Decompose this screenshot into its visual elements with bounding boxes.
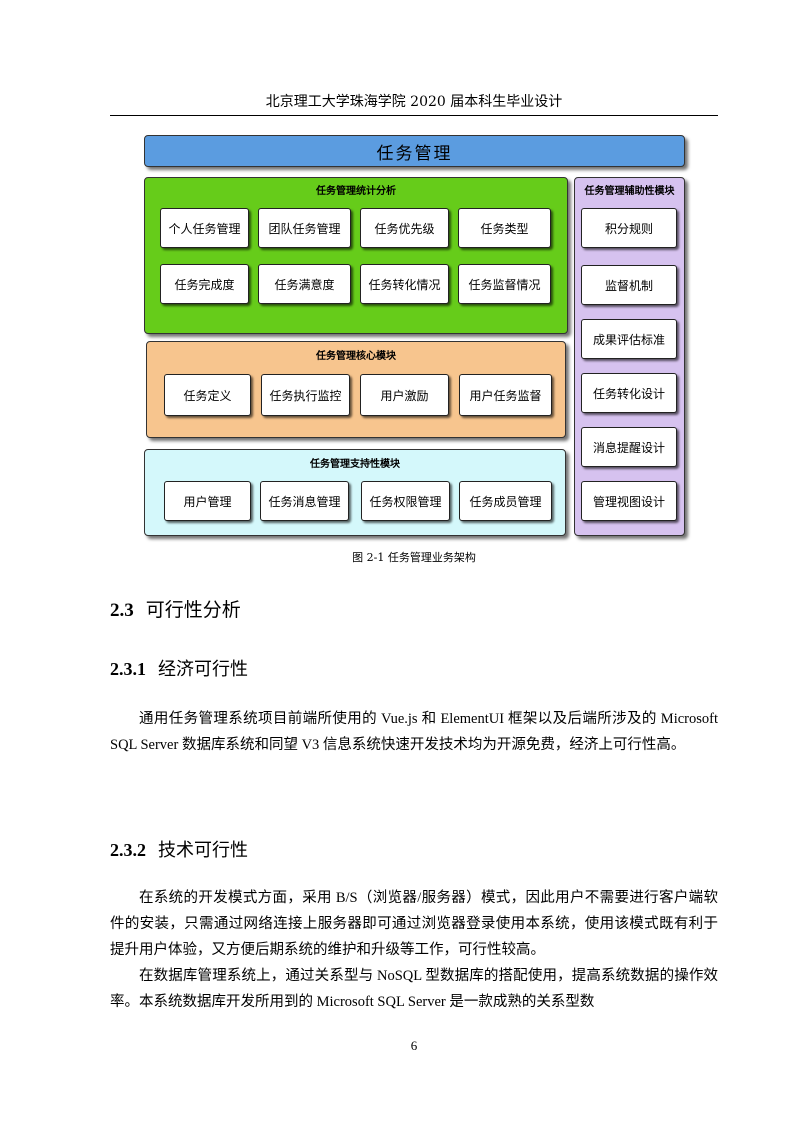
module-item: 消息提醒设计 [581,427,677,467]
module-item: 任务类型 [458,208,551,248]
subsection-number: 2.3.2 [110,840,146,860]
paragraph-technical-2: 在数据库管理系统上，通过关系型与 NoSQL 型数据库的搭配使用，提高系统数据的… [110,968,718,1010]
paragraph-economic: 通用任务管理系统项目前端所使用的 Vue.js 和 ElementUI 框架以及… [110,711,718,753]
module-item: 监督机制 [581,265,677,305]
section-heading: 2.3 可行性分析 [110,597,241,624]
module-item: 任务转化情况 [360,264,449,304]
subsection-heading-technical: 2.3.2 技术可行性 [110,837,248,864]
module-item: 成果评估标准 [581,319,677,359]
module-item: 个人任务管理 [160,208,249,248]
module-item: 管理视图设计 [581,481,677,521]
subsection-title: 技术可行性 [158,840,248,861]
module-item: 任务转化设计 [581,373,677,413]
support-module: 任务管理支持性模块 用户管理 任务消息管理 任务权限管理 任务成员管理 [144,449,566,536]
stats-module-title: 任务管理统计分析 [316,186,396,197]
module-item: 任务完成度 [160,264,249,304]
paragraph-technical-1: 在系统的开发模式方面，采用 B/S（浏览器/服务器）模式，因此用户不需要进行客户… [110,890,718,958]
stats-module: 任务管理统计分析 个人任务管理 团队任务管理 任务优先级 任务类型 任务完成度 … [144,177,568,334]
module-item: 任务权限管理 [361,481,450,521]
aux-module-title: 任务管理辅助性模块 [584,186,675,197]
subsection-number: 2.3.1 [110,659,146,679]
module-item: 用户任务监督 [459,374,552,416]
module-item: 任务消息管理 [260,481,349,521]
support-module-title: 任务管理支持性模块 [310,459,400,470]
core-module-title: 任务管理核心模块 [316,351,396,362]
diagram-top-bar: 任务管理 [144,135,685,167]
module-item: 团队任务管理 [258,208,351,248]
section-title: 可行性分析 [145,599,241,621]
module-item: 任务优先级 [360,208,449,248]
subsection-title: 经济可行性 [158,659,248,680]
module-item: 用户激励 [360,374,449,416]
core-module: 任务管理核心模块 任务定义 任务执行监控 用户激励 用户任务监督 [146,341,566,438]
module-item: 任务成员管理 [459,481,552,521]
module-item: 任务执行监控 [261,374,350,416]
module-item: 任务满意度 [258,264,351,304]
section-number: 2.3 [110,600,134,621]
header-rule [110,115,718,116]
module-item: 任务定义 [164,374,251,416]
figure-caption: 图 2-1 任务管理业务架构 [352,551,476,564]
subsection-heading-economic: 2.3.1 经济可行性 [110,656,248,683]
page-number: 6 [410,1038,418,1053]
module-item: 用户管理 [164,481,251,521]
module-item: 任务监督情况 [458,264,551,304]
aux-module: 任务管理辅助性模块 积分规则 监督机制 成果评估标准 任务转化设计 消息提醒设计… [574,177,685,536]
page-header: 北京理工大学珠海学院 2020 届本科生毕业设计 [265,94,563,110]
module-item: 积分规则 [581,208,677,248]
